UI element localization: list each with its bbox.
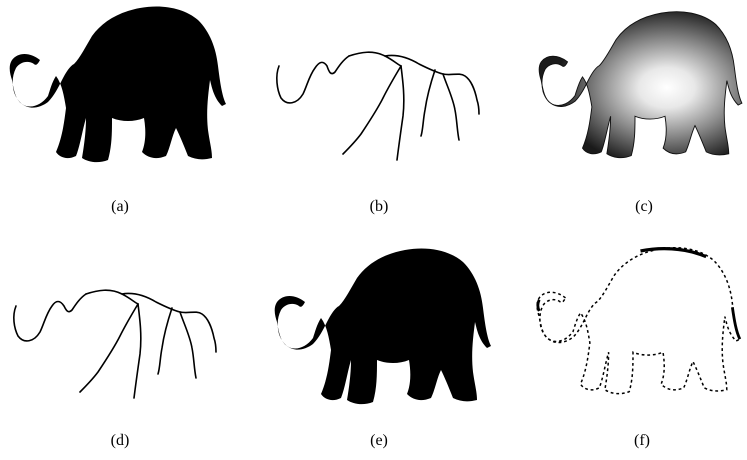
- elephant-silhouette-a: [0, 0, 240, 180]
- panel-b: [265, 0, 505, 180]
- caption-f: (f): [612, 432, 672, 450]
- contour-thick-segment-trunk: [538, 300, 539, 311]
- caption-b: (b): [349, 198, 409, 216]
- panel-a: [0, 0, 240, 180]
- caption-a: (a): [90, 198, 150, 216]
- elephant-contour-f: [528, 236, 747, 416]
- caption-c: (c): [614, 198, 674, 216]
- panel-c: [530, 0, 747, 180]
- contour-thick-segment-top: [641, 249, 707, 257]
- elephant-skeleton-b: [265, 0, 505, 180]
- elephant-distance-transform-c: [530, 0, 747, 180]
- elephant-silhouette-e: [265, 242, 505, 422]
- panel-e: [265, 242, 505, 422]
- panel-f: [528, 236, 747, 416]
- caption-d: (d): [90, 432, 150, 450]
- panel-d: [0, 248, 240, 428]
- contour-thick-segment-right: [732, 307, 740, 339]
- caption-e: (e): [349, 432, 409, 450]
- elephant-skeleton-d: [0, 248, 240, 428]
